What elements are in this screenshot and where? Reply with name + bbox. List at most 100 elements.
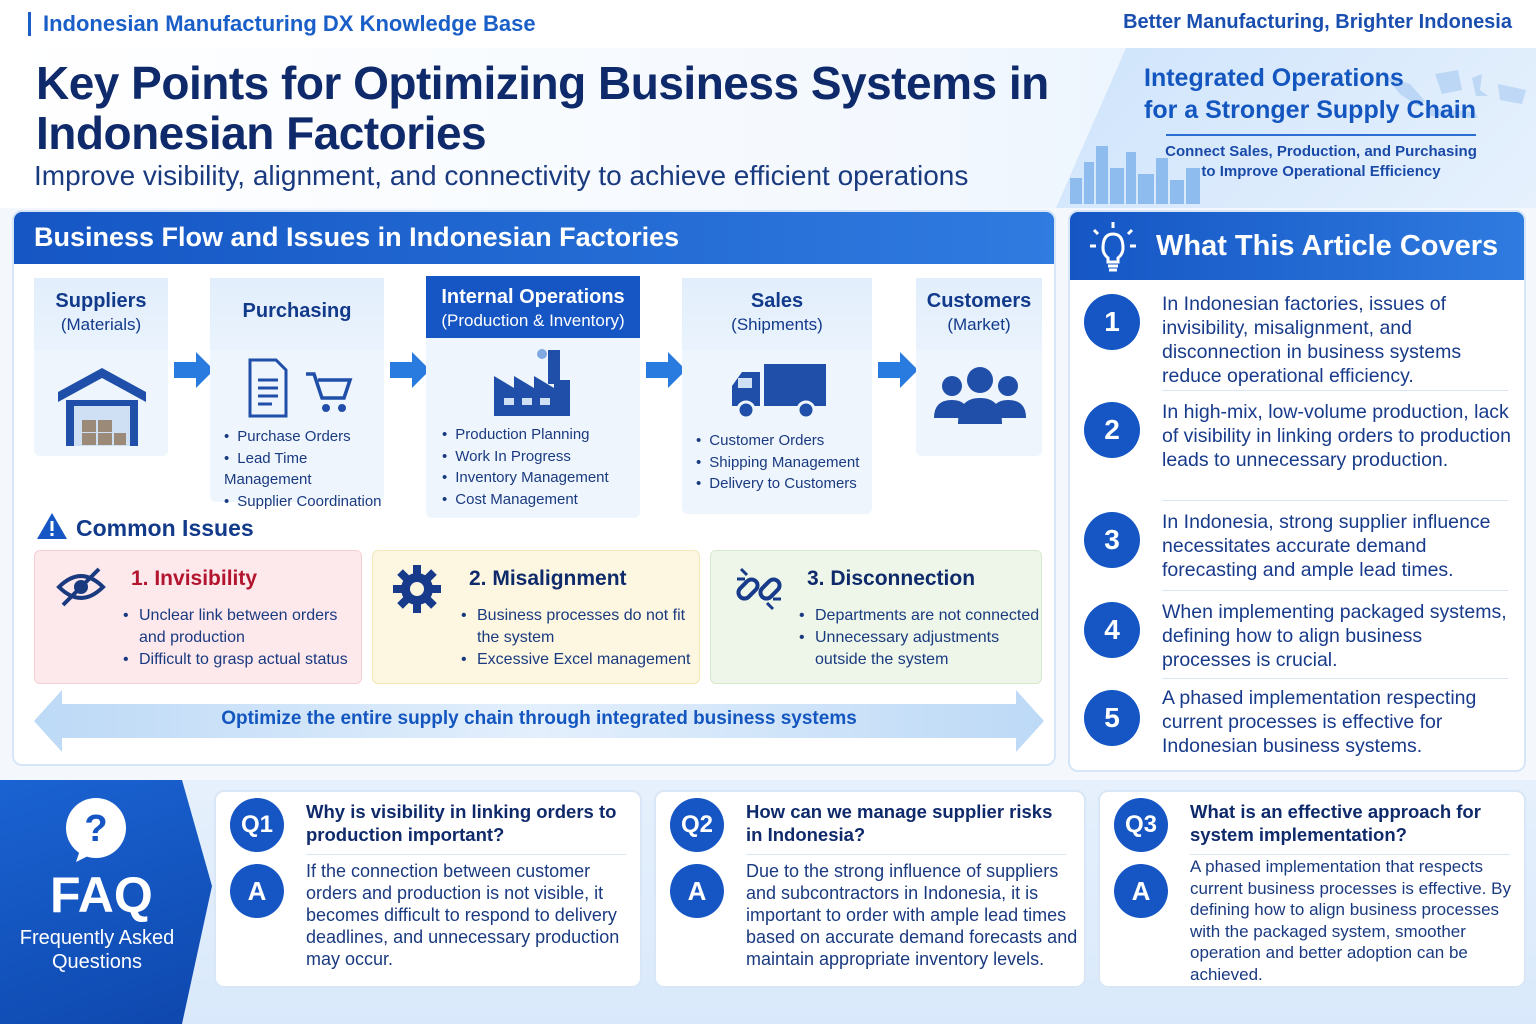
faq-card-1: Q1 Why is visibility in linking orders t… — [214, 790, 642, 988]
faq-card-3: Q3 What is an effective approach for sys… — [1098, 790, 1526, 988]
warning-icon — [37, 513, 67, 539]
stage-purchasing-list: Purchase Orders Lead Time Management Sup… — [210, 426, 384, 512]
site-brand[interactable]: Indonesian Manufacturing DX Knowledge Ba… — [28, 12, 536, 36]
article-covers-panel: What This Article Covers 1 In Indonesian… — [1068, 210, 1526, 772]
covers-item-text: In Indonesia, strong supplier influence … — [1162, 511, 1491, 581]
divider — [1162, 678, 1508, 679]
city-skyline-icon — [1070, 146, 1200, 204]
faq-question-text: Why is visibility in linking orders to p… — [306, 801, 617, 845]
list-item: Excessive Excel management — [461, 649, 690, 671]
broken-link-icon — [736, 567, 782, 611]
covers-number-badge: 4 — [1084, 602, 1140, 658]
faq-sidebar: ? FAQ Frequently Asked Questions — [0, 780, 212, 1024]
flow-arrow-4 — [878, 352, 918, 388]
covers-number-badge: 1 — [1084, 294, 1140, 350]
covers-number-badge: 2 — [1084, 402, 1140, 458]
svg-text:?: ? — [84, 808, 107, 850]
promo-divider — [1166, 134, 1476, 136]
covers-number-badge: 5 — [1084, 690, 1140, 746]
stage-suppliers-sub: (Materials) — [60, 315, 142, 334]
hero-section: Key Points for Optimizing Business Syste… — [0, 48, 1536, 208]
flow-arrow-2 — [390, 352, 430, 388]
article-covers-header: What This Article Covers — [1070, 212, 1524, 280]
covers-item-text: A phased implementation respecting curre… — [1162, 687, 1477, 757]
list-item: Departments are not connected — [799, 605, 1039, 627]
promo-title: Integrated Operations for a Stronger Sup… — [1144, 62, 1476, 126]
issue-disconnection: 3. Disconnection Departments are not con… — [710, 550, 1042, 684]
article-covers-title: What This Article Covers — [1156, 230, 1499, 262]
divider — [1162, 500, 1508, 501]
promo-subtitle: Connect Sales, Production, and Purchasin… — [1156, 142, 1486, 182]
faq-answer-text: A phased implementation that respects cu… — [1190, 857, 1511, 984]
stage-sales-sub: (Shipments) — [731, 315, 823, 334]
question-badge: Q2 — [670, 798, 724, 852]
promo-panel: Integrated Operations for a Stronger Sup… — [1056, 48, 1536, 208]
divider — [1162, 390, 1508, 391]
list-item: Business processes do not fit — [461, 605, 690, 627]
issue-invisibility-title: 1. Invisibility — [131, 567, 258, 590]
stage-customers: Customers (Market) — [916, 278, 1042, 456]
issue-disconnection-list: Departments are not connected Unnecessar… — [799, 605, 1039, 671]
document-cart-icon — [248, 358, 353, 418]
list-item: Work In Progress — [442, 446, 609, 468]
common-issues-title: Common Issues — [76, 515, 254, 541]
promo-title-line-2: for a Stronger Supply Chain — [1144, 96, 1476, 124]
stage-internal-operations-list: Production Planning Work In Progress Inv… — [428, 424, 609, 511]
issue-misalignment-title: 2. Misalignment — [469, 567, 627, 590]
list-item: Delivery to Customers — [696, 473, 859, 495]
supply-chain-banner: Optimize the entire supply chain through… — [34, 690, 1044, 752]
list-item: Cost Management — [442, 489, 609, 511]
stage-internal-operations-sub: (Production & Inventory) — [441, 311, 625, 330]
business-flow-heading: Business Flow and Issues in Indonesian F… — [14, 212, 1054, 264]
answer-badge: A — [670, 864, 724, 918]
stage-customers-sub: (Market) — [947, 315, 1011, 334]
stage-purchasing-header: Purchasing — [210, 278, 384, 350]
list-item: Inventory Management — [442, 467, 608, 489]
covers-number-badge: 3 — [1084, 512, 1140, 568]
faq-title: FAQ — [50, 867, 153, 923]
list-item: Unnecessary adjustments — [799, 627, 1039, 649]
faq-subtitle: Frequently Asked Questions — [19, 927, 175, 973]
covers-item-text: When implementing packaged systems, defi… — [1162, 601, 1507, 671]
issue-invisibility: 1. Invisibility Unclear link between ord… — [34, 550, 362, 684]
list-item: the system — [477, 629, 555, 646]
faq-question-text: How can we manage supplier risks in Indo… — [746, 801, 1053, 845]
warehouse-icon — [58, 368, 146, 446]
list-item: Supplier Coordination — [224, 491, 384, 513]
eye-slash-icon — [56, 567, 106, 607]
business-flow-panel: Business Flow and Issues in Indonesian F… — [12, 210, 1056, 766]
divider — [1190, 854, 1510, 855]
answer-badge: A — [230, 864, 284, 918]
truck-icon — [732, 364, 826, 420]
stage-sales-title: Sales — [750, 290, 804, 312]
stage-internal-operations-header: Internal Operations (Production & Invent… — [426, 276, 640, 338]
promo-subtitle-line-2: to Improve Operational Efficiency — [1201, 163, 1441, 180]
top-bar: Indonesian Manufacturing DX Knowledge Ba… — [0, 0, 1536, 48]
list-item: Customer Orders — [696, 430, 859, 452]
question-bubble-icon: ? — [66, 798, 126, 862]
stage-internal-operations-title: Internal Operations — [441, 286, 625, 308]
indonesia-map-icon — [1385, 70, 1526, 118]
list-item: Difficult to grasp actual status — [123, 649, 348, 671]
stage-customers-header: Customers (Market) — [916, 278, 1042, 350]
faq-card-2: Q2 How can we manage supplier risks in I… — [654, 790, 1086, 988]
faq-question-text: What is an effective approach for system… — [1190, 801, 1481, 845]
stage-suppliers-title: Suppliers — [55, 290, 147, 312]
flow-arrow-1 — [174, 352, 214, 388]
flow-arrow-3 — [646, 352, 686, 388]
promo-subtitle-line-1: Connect Sales, Production, and Purchasin… — [1165, 143, 1477, 160]
page-title: Key Points for Optimizing Business Syste… — [36, 57, 1049, 159]
list-item: and production — [139, 629, 245, 646]
covers-item-text: In high-mix, low-volume production, lack… — [1162, 401, 1512, 471]
double-arrow-shape — [34, 690, 1044, 752]
stage-suppliers-header: Suppliers (Materials) — [34, 278, 168, 350]
list-item: Lead Time Management — [224, 448, 384, 491]
list-item: outside the system — [815, 651, 949, 668]
list-item: Shipping Management — [696, 452, 859, 474]
faq-answer-text: If the connection between customer order… — [306, 861, 620, 969]
list-item: Purchase Orders — [224, 426, 384, 448]
promo-title-line-1: Integrated Operations — [1144, 64, 1404, 92]
stage-sales-list: Customer Orders Shipping Management Deli… — [682, 430, 859, 495]
stage-customers-title: Customers — [926, 290, 1032, 312]
common-issues-heading: Common Issues — [36, 512, 254, 542]
